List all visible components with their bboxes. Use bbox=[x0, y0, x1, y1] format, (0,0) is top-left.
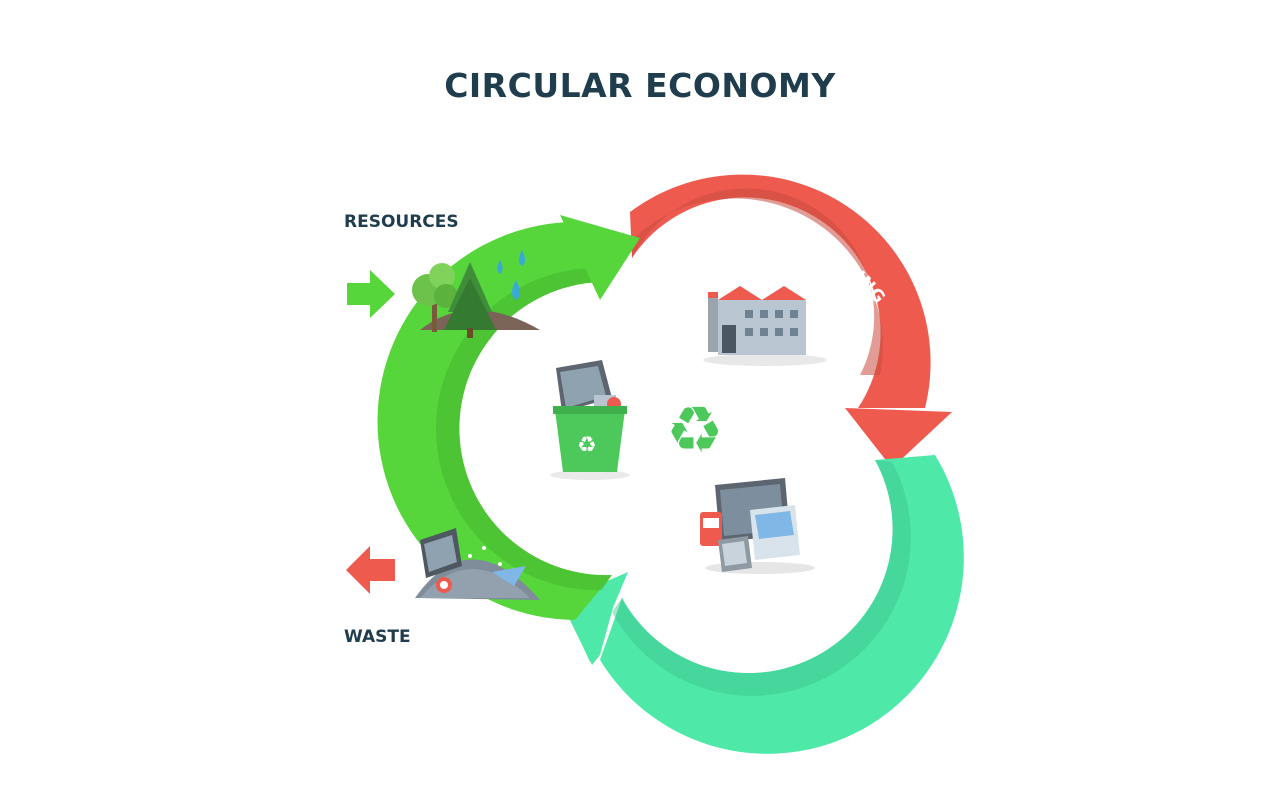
page-title: CIRCULAR ECONOMY bbox=[444, 66, 836, 105]
waste-arrow bbox=[346, 546, 395, 594]
factory-icon bbox=[703, 286, 827, 366]
recycle-symbol-icon: ♻ bbox=[666, 394, 723, 468]
svg-text:♻: ♻ bbox=[666, 394, 723, 468]
manufacturing-arrow bbox=[630, 174, 952, 468]
devices-icon bbox=[700, 478, 815, 574]
resources-arrow bbox=[347, 270, 395, 318]
waste-label: WASTE bbox=[344, 627, 411, 647]
stage-label-consumption: CONSUMPTION & USE bbox=[680, 560, 869, 654]
trees-and-water-icon bbox=[412, 250, 540, 338]
waste-pile-icon bbox=[415, 528, 540, 600]
svg-text:♻: ♻ bbox=[577, 433, 597, 458]
recycling-bin-icon: ♻ bbox=[550, 360, 630, 480]
stage-label-recycling: RECYCLING bbox=[490, 395, 520, 512]
resources-label: RESOURCES bbox=[344, 212, 459, 232]
